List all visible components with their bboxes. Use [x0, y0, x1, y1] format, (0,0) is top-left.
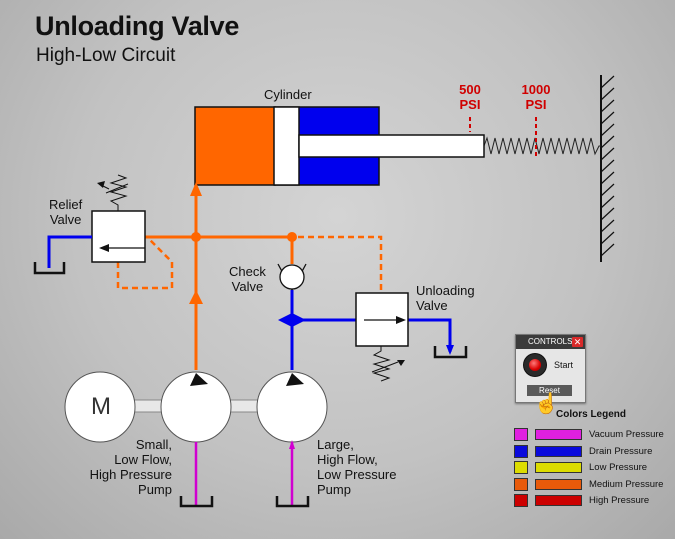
- high-pressure-lines: [145, 185, 294, 370]
- relief-valve-label: Relief Valve: [49, 197, 83, 227]
- junction-dot: [191, 232, 201, 242]
- legend-swatch: [535, 429, 582, 440]
- legend-label: Drain Pressure: [589, 445, 653, 457]
- legend-swatch: [514, 477, 528, 491]
- large-pump: [256, 371, 328, 443]
- legend-swatch: [535, 445, 582, 457]
- legend-label: Low Pressure: [589, 462, 648, 473]
- legend-title: Colors Legend: [556, 409, 627, 420]
- check-valve-label: Check Valve: [229, 264, 266, 294]
- flow-arrow-up: [190, 182, 202, 196]
- reset-button[interactable]: Reset: [527, 385, 572, 396]
- motor-shafts: [132, 399, 260, 413]
- start-label: Start: [554, 360, 574, 370]
- large-pump-label: Large, High Flow, Low Pressure Pump: [317, 437, 397, 497]
- psi-1000-label: 1000 PSI: [521, 82, 551, 112]
- suction-lines: [194, 442, 294, 505]
- legend-label: Medium Pressure: [589, 478, 664, 490]
- pilot-lines: [116, 235, 383, 293]
- hand-cursor-icon: ☝: [534, 393, 559, 415]
- cylinder-label: Cylinder: [264, 87, 312, 102]
- suction-arrow: [289, 440, 295, 449]
- relief-valve: [91, 174, 146, 263]
- pump-tanks: [179, 496, 310, 508]
- relief-drain-line: [33, 235, 92, 275]
- legend-swatch: [535, 462, 582, 473]
- small-pump: [160, 371, 232, 443]
- legend-swatch: [535, 495, 582, 506]
- page-subtitle: High-Low Circuit: [36, 45, 176, 66]
- check-valve: [277, 263, 307, 292]
- flow-arrow-up: [189, 290, 203, 304]
- cylinder: [194, 106, 485, 186]
- load-spring: [483, 136, 601, 156]
- start-button[interactable]: [524, 354, 546, 376]
- psi-500-label: 500 PSI: [459, 82, 481, 112]
- small-pump-label: Small, Low Flow, High Pressure Pump: [89, 437, 172, 497]
- page-title: Unloading Valve: [35, 11, 240, 41]
- motor-label: M: [91, 393, 111, 420]
- unloading-valve: [355, 292, 409, 382]
- unloading-valve-label: Unloading Valve: [416, 283, 475, 313]
- legend-swatch: [514, 444, 528, 458]
- legend-swatch: [514, 461, 528, 474]
- controls-header: CONTROLS ✕: [516, 335, 585, 349]
- legend-swatch: [514, 494, 528, 507]
- flow-arrow-drain: [446, 345, 454, 355]
- wall-anchor: [600, 75, 615, 262]
- close-icon[interactable]: ✕: [572, 337, 583, 347]
- motor: [64, 371, 136, 443]
- controls-panel: CONTROLS ✕ Start Reset: [515, 334, 586, 403]
- legend-label: High Pressure: [589, 495, 650, 506]
- flow-arrow-check: [278, 313, 306, 327]
- legend-label: Vacuum Pressure: [589, 429, 664, 440]
- unloading-tank: [433, 346, 468, 359]
- junction-dot: [287, 232, 297, 242]
- legend-swatch: [535, 478, 582, 490]
- legend-swatch: [514, 428, 528, 441]
